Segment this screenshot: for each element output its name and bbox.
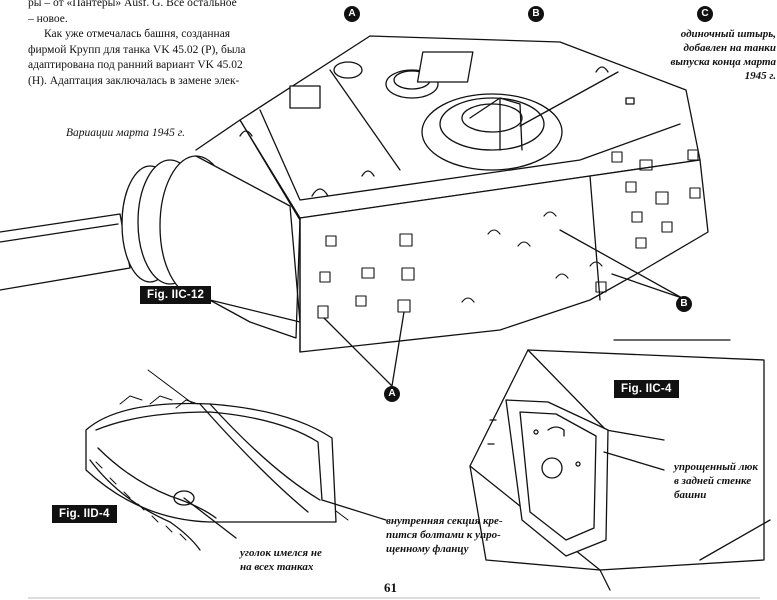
page-number: 61 <box>384 580 397 595</box>
hatch-line-3: башни <box>674 489 707 501</box>
marker-a-bottom: A <box>384 386 400 402</box>
inner-section-line-1: внутренняя секция кре- <box>386 515 503 527</box>
pin-caption-line-2: добавлен на танки <box>683 42 776 54</box>
body-paragraph: ры – от «Пантеры» Ausf. G. Все остальное… <box>28 0 278 89</box>
marker-b-top: B <box>528 6 544 22</box>
marker-c-top: C <box>697 6 713 22</box>
para-line-3: Как уже отмечалась башня, созданная <box>44 28 231 40</box>
fig-iid4-label: Fig. IID-4 <box>52 505 117 523</box>
angle-line-1: уголок имелся не <box>240 547 322 559</box>
inner-section-line-3: щенному фланцу <box>386 543 469 555</box>
hatch-line-1: упрощенный люк <box>674 461 759 473</box>
hatch-caption: упрощенный люк в задней стенке башни <box>674 460 774 502</box>
marker-a-top: A <box>344 6 360 22</box>
para-line-5: адаптирована под ранний вариант VK 45.02 <box>28 59 243 71</box>
inner-section-caption: внутренняя секция кре- пится болтами к у… <box>386 514 516 556</box>
angle-line-2: на всех танках <box>240 561 314 573</box>
angle-caption: уголок имелся не на всех танках <box>240 546 360 574</box>
para-line-2: – новое. <box>28 12 68 25</box>
hatch-line-2: в задней стенке <box>674 475 752 487</box>
fig-iic4-label: Fig. IIC-4 <box>614 380 679 398</box>
pin-caption: одиночный штырь, добавлен на танки выпус… <box>626 27 776 83</box>
pin-caption-line-1: одиночный штырь, <box>680 28 776 40</box>
fig-iic12-label: Fig. IIC-12 <box>140 286 212 304</box>
variations-caption: Вариации марта 1945 г. <box>66 127 185 139</box>
marker-b-right: B <box>676 296 692 312</box>
para-line-6: (H). Адаптация заключалась в замене элек… <box>28 74 240 87</box>
inner-section-line-2: пится болтами к упро- <box>386 529 501 541</box>
para-line-1: ры – от «Пантеры» Ausf. G. Все остальное <box>28 0 237 9</box>
pin-caption-line-3: выпуска конца марта <box>670 56 776 68</box>
pin-caption-line-4: 1945 г. <box>744 70 776 82</box>
para-line-4: фирмой Крупп для танка VK 45.02 (P), был… <box>28 43 246 56</box>
